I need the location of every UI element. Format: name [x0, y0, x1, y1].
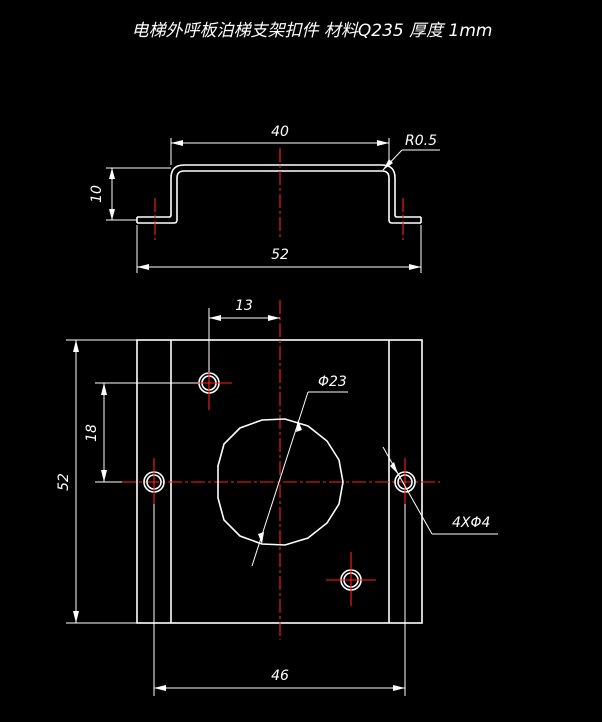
diameter-arrow-top	[296, 420, 302, 432]
dim-46-arrow-right	[393, 685, 405, 691]
radius-leader-arrow	[383, 159, 393, 170]
dim-52v-label: 52	[56, 473, 72, 491]
side-profile-inner	[137, 164, 421, 218]
hole-right	[394, 458, 416, 504]
dim-13-label: 13	[235, 298, 253, 314]
dim-52h-arrow-right	[409, 264, 421, 270]
holes-leader	[382, 446, 433, 535]
diameter-label: Φ23	[318, 374, 347, 390]
dim-10-arrow-top	[109, 168, 115, 179]
dim-46-label: 46	[271, 668, 289, 684]
dim-13-arrow-left	[209, 315, 221, 321]
center-hole	[217, 418, 344, 546]
hole-top-left	[193, 358, 232, 410]
dim-52h-arrow-left	[137, 264, 149, 270]
dim-52h-label: 52	[271, 247, 289, 263]
radius-label: R0.5	[405, 133, 437, 149]
dim-13-arrow-right	[268, 315, 280, 321]
dim-40-arrow-right	[377, 140, 389, 146]
dim-18-arrow-top	[101, 383, 107, 395]
dim-10-label: 10	[89, 185, 105, 203]
dim-40-arrow-left	[171, 140, 183, 146]
drawing-title: 电梯外呼板泊梯支架扣件 材料Q235 厚度 1mm	[132, 21, 493, 41]
hole-bottom-right	[326, 552, 376, 606]
dim-52v-arrow-top	[73, 340, 79, 352]
dim-18-label: 18	[84, 424, 100, 442]
dim-46-arrow-left	[154, 685, 166, 691]
plan-view: 13 18 52 46 Φ23 4XΦ4	[56, 298, 498, 696]
dim-10-arrow-bottom	[109, 209, 115, 220]
holes-note: 4XΦ4	[452, 515, 490, 531]
hole-left	[143, 458, 165, 504]
side-profile-outer	[137, 170, 421, 224]
diameter-arrow-bottom	[258, 532, 264, 544]
dim-52v-arrow-bottom	[73, 611, 79, 623]
holes-leader-arrow	[390, 462, 398, 474]
dim-40-label: 40	[271, 124, 289, 140]
dim-18-arrow-bottom	[101, 470, 107, 482]
side-view: 40 R0.5 10 52	[89, 124, 440, 273]
